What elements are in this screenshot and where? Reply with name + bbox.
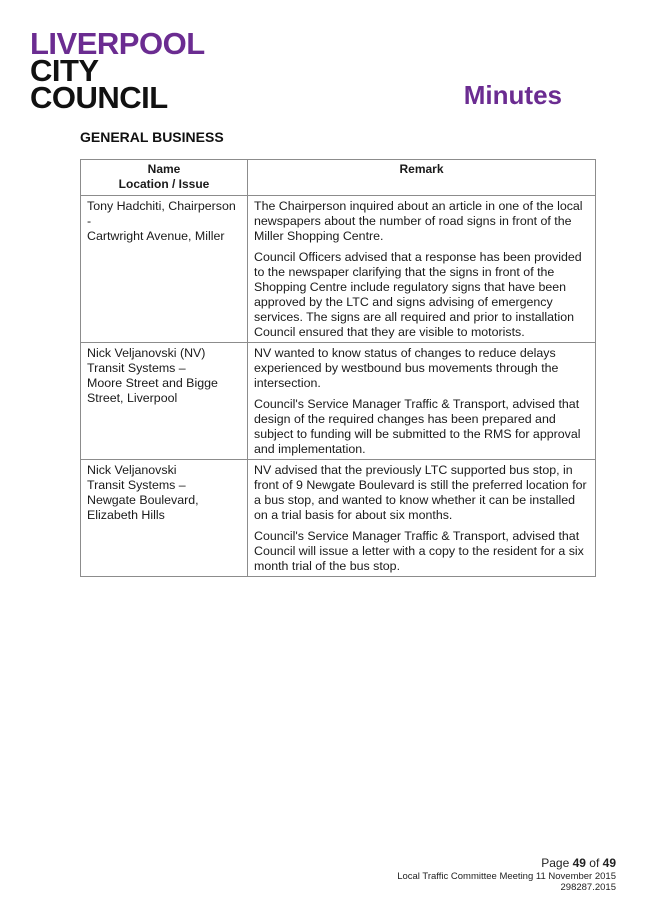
remark-paragraph: NV advised that the previously LTC suppo… [254,463,587,522]
remark-paragraph: Council's Service Manager Traffic & Tran… [254,529,584,573]
minutes-table: Name Location / Issue Remark Tony Hadchi… [80,159,596,577]
table-row: Nick Veljanovski (NV) Transit Systems – … [80,342,596,460]
name-line: Nick Veljanovski [87,463,177,477]
remark-paragraph: NV wanted to know status of changes to r… [254,346,559,390]
name-line: Transit Systems – [87,361,186,375]
liverpool-city-council-logo: LIVERPOOL CITY COUNCIL [30,26,230,115]
remark-cell: The Chairperson inquired about an articl… [247,195,596,343]
logo-text-liverpool: LIVERPOOL [30,26,205,61]
name-line: Cartwright Avenue, Miller [87,229,225,243]
name-line: Nick Veljanovski (NV) [87,346,206,360]
page-number: Page 49 of 49 [397,856,616,871]
column-header-name: Name Location / Issue [80,159,248,196]
remark-paragraph: The Chairperson inquired about an articl… [254,199,583,243]
section-heading: GENERAL BUSINESS [80,129,224,145]
meeting-reference: Local Traffic Committee Meeting 11 Novem… [397,871,616,882]
name-cell: Nick Veljanovski Transit Systems – Newga… [80,459,248,577]
remark-paragraph: Council Officers advised that a response… [254,250,582,339]
page-footer: Page 49 of 49 Local Traffic Committee Me… [397,856,616,893]
remark-paragraph: Council's Service Manager Traffic & Tran… [254,397,581,456]
page-of: of [585,856,603,870]
page-title: Minutes [463,80,562,110]
column-header-name-line1: Name [147,162,181,176]
page-current: 49 [572,856,586,870]
name-line: Tony Hadchiti, Chairperson - [87,199,236,228]
name-line: Elizabeth Hills [87,508,165,522]
name-line: Moore Street and Bigge [87,376,218,390]
page-total: 49 [602,856,616,870]
table-row: Nick Veljanovski Transit Systems – Newga… [80,459,596,577]
remark-cell: NV advised that the previously LTC suppo… [247,459,596,577]
table-header-row: Name Location / Issue Remark [80,159,596,196]
column-header-remark: Remark [247,159,596,196]
table-row: Tony Hadchiti, Chairperson - Cartwright … [80,195,596,343]
logo-text-council: COUNCIL [30,80,168,115]
name-line: Newgate Boulevard, [87,493,199,507]
document-reference: 298287.2015 [560,882,616,893]
name-cell: Nick Veljanovski (NV) Transit Systems – … [80,342,248,460]
remark-cell: NV wanted to know status of changes to r… [247,342,596,460]
name-line: Transit Systems – [87,478,186,492]
page-prefix: Page [541,856,573,870]
name-cell: Tony Hadchiti, Chairperson - Cartwright … [80,195,248,343]
logo-text-city: CITY [30,53,99,88]
name-line: Street, Liverpool [87,391,178,405]
column-header-name-line2: Location / Issue [118,177,210,191]
